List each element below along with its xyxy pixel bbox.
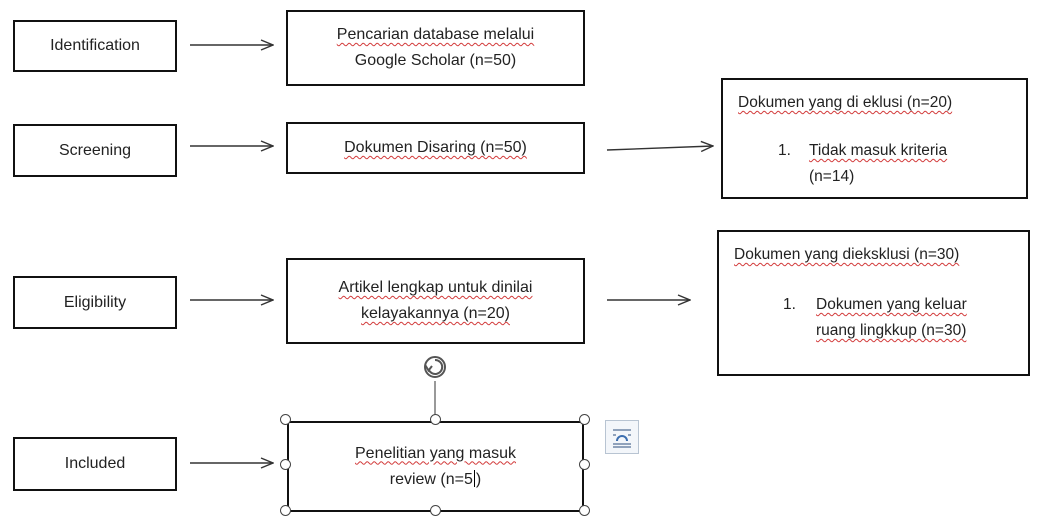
resize-handle-bottom[interactable]	[430, 505, 441, 516]
resize-handle-top-right[interactable]	[579, 414, 590, 425]
process-included-line2[interactable]: review (n=5)	[389, 469, 482, 488]
resize-handle-left[interactable]	[280, 459, 291, 470]
resize-handle-bottom-left[interactable]	[280, 505, 291, 516]
layout-options-glyph-icon	[613, 429, 631, 448]
stage-identification: Identification	[13, 20, 177, 72]
stage-screening-label: Screening	[58, 141, 132, 159]
process-identification-line2: Google Scholar (n=50)	[354, 52, 517, 69]
exclusion-screening-title: Dokumen yang di eklusi (n=20)	[738, 94, 953, 111]
stage-eligibility: Eligibility	[13, 276, 177, 329]
resize-handle-top[interactable]	[430, 414, 441, 425]
stage-eligibility-label: Eligibility	[63, 293, 127, 311]
resize-handle-bottom-right[interactable]	[579, 505, 590, 516]
arrow-screening-exclusion	[606, 146, 713, 150]
exclusion-eligibility: Dokumen yang dieksklusi (n=30) 1. Dokume…	[717, 230, 1030, 376]
stage-included-label: Included	[64, 455, 126, 472]
process-eligibility-line1: Artikel lengkap untuk dinilai	[338, 279, 533, 296]
process-included[interactable]: Penelitian yang masuk review (n=5)	[287, 421, 584, 512]
layout-options-icon[interactable]	[605, 420, 639, 454]
process-eligibility: Artikel lengkap untuk dinilai kelayakann…	[286, 258, 585, 344]
stage-screening: Screening	[13, 124, 177, 177]
rotate-icon[interactable]	[420, 352, 450, 382]
exclusion-eligibility-title: Dokumen yang dieksklusi (n=30)	[734, 246, 960, 263]
process-included-line1: Penelitian yang masuk	[355, 444, 516, 462]
process-identification: Pencarian database melalui Google Schola…	[286, 10, 585, 86]
text-cursor	[473, 469, 475, 487]
process-eligibility-line2: kelayakannya (n=20)	[361, 305, 510, 322]
process-screening-line1: Dokumen Disaring (n=50)	[344, 139, 527, 156]
exclusion-screening-item-number: 1.	[778, 142, 791, 159]
resize-handle-top-left[interactable]	[280, 414, 291, 425]
resize-handle-right[interactable]	[579, 459, 590, 470]
exclusion-screening: Dokumen yang di eklusi (n=20) 1. Tidak m…	[721, 78, 1028, 199]
process-identification-line1: Pencarian database melalui	[336, 26, 535, 43]
exclusion-eligibility-item-number: 1.	[783, 296, 796, 313]
exclusion-screening-item-text: Tidak masuk kriteria(n=14)	[809, 142, 948, 185]
stage-included: Included	[13, 437, 177, 491]
process-screening: Dokumen Disaring (n=50)	[286, 122, 585, 174]
stage-identification-label: Identification	[50, 37, 140, 54]
